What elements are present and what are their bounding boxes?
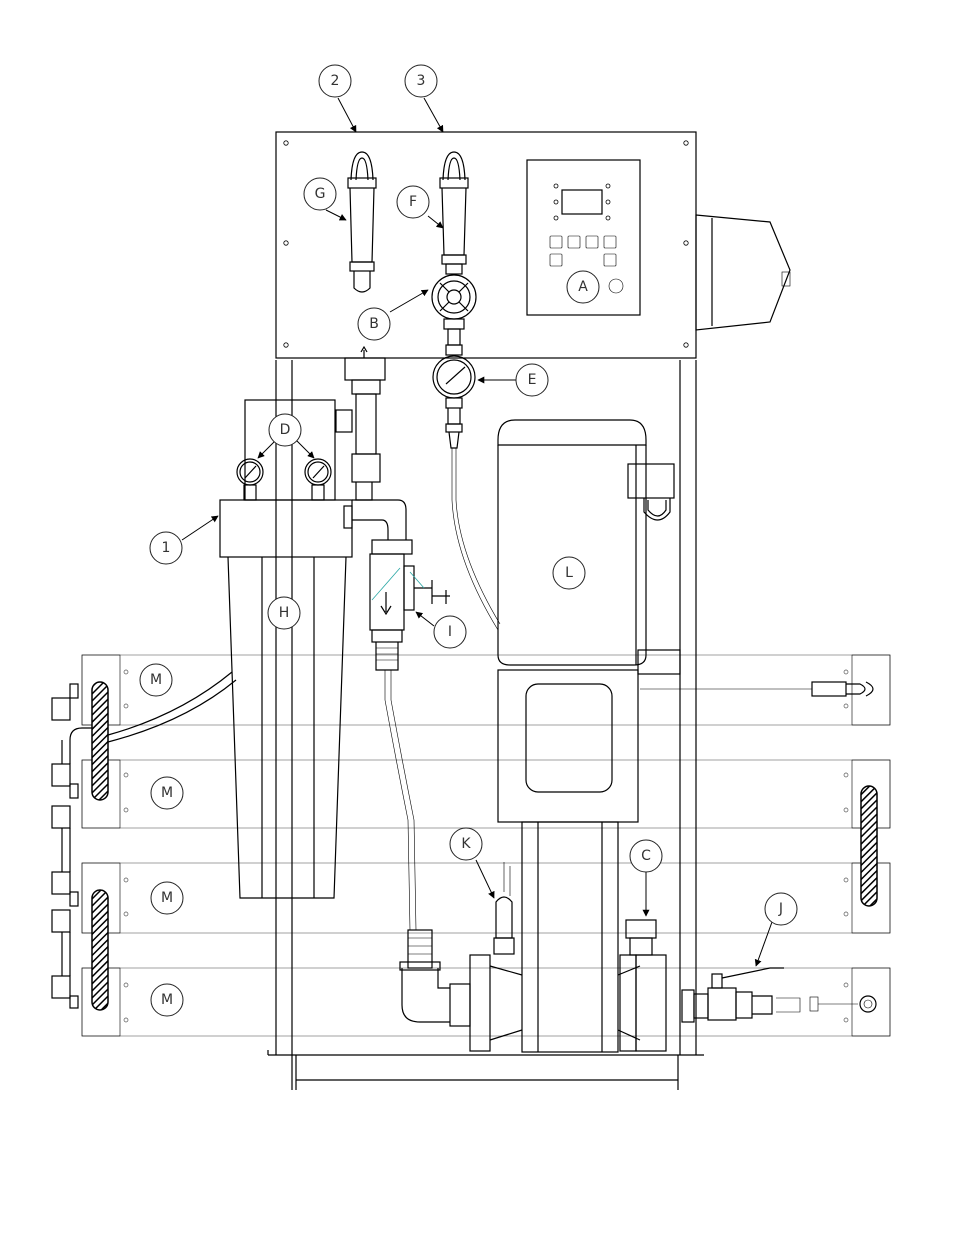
svg-text:M: M xyxy=(150,672,162,688)
callout-2: 2 xyxy=(319,65,351,97)
motor-l xyxy=(498,420,674,665)
callout-M3: M xyxy=(151,882,183,914)
svg-text:M: M xyxy=(161,785,173,801)
callout-I: H xyxy=(268,597,300,629)
svg-text:E: E xyxy=(528,372,537,388)
callout-K: K xyxy=(450,828,482,860)
probe-k xyxy=(494,862,514,954)
valve-j xyxy=(370,540,450,670)
inlet-pipe xyxy=(336,347,406,540)
callout-L: L xyxy=(553,557,585,589)
svg-text:I: I xyxy=(448,624,452,640)
flow-meter-h xyxy=(348,152,376,292)
callout-3: 3 xyxy=(405,65,437,97)
svg-text:B: B xyxy=(369,316,379,332)
svg-text:1: 1 xyxy=(162,540,171,556)
inlet-elbow xyxy=(400,930,470,1026)
svg-text:F: F xyxy=(409,194,417,210)
callout-B: B xyxy=(358,308,390,340)
callout-F: E xyxy=(516,364,548,396)
svg-text:K: K xyxy=(461,836,471,852)
svg-text:L: L xyxy=(565,565,573,581)
callout-1: 1 xyxy=(150,532,182,564)
callout-G: F xyxy=(397,186,429,218)
callout-E: C xyxy=(630,840,662,872)
gauge-e xyxy=(626,920,656,955)
ball-valve-c xyxy=(682,968,876,1022)
callout-A: A xyxy=(567,271,599,303)
svg-text:M: M xyxy=(161,992,173,1008)
svg-text:J: J xyxy=(778,901,783,917)
control-panel xyxy=(276,132,790,358)
callout-H: G xyxy=(304,178,336,210)
svg-text:M: M xyxy=(161,890,173,906)
svg-text:2: 2 xyxy=(331,73,340,89)
svg-text:G: G xyxy=(315,186,326,202)
motor-adapter xyxy=(498,650,873,822)
callout-M4: M xyxy=(151,984,183,1016)
svg-text:3: 3 xyxy=(417,73,426,89)
svg-text:A: A xyxy=(578,279,588,295)
pressure-gauge-f xyxy=(433,345,475,448)
svg-text:D: D xyxy=(280,422,291,438)
callout-M2: M xyxy=(151,777,183,809)
callout-D: D xyxy=(269,414,301,446)
callout-C: J xyxy=(765,893,797,925)
valve-b xyxy=(432,275,476,345)
svg-text:C: C xyxy=(641,848,651,864)
svg-text:H: H xyxy=(279,605,290,621)
filter-housing-i xyxy=(220,500,352,898)
callout-M1: M xyxy=(140,664,172,696)
callout-J: I xyxy=(434,616,466,648)
flow-meter-g xyxy=(440,152,468,274)
